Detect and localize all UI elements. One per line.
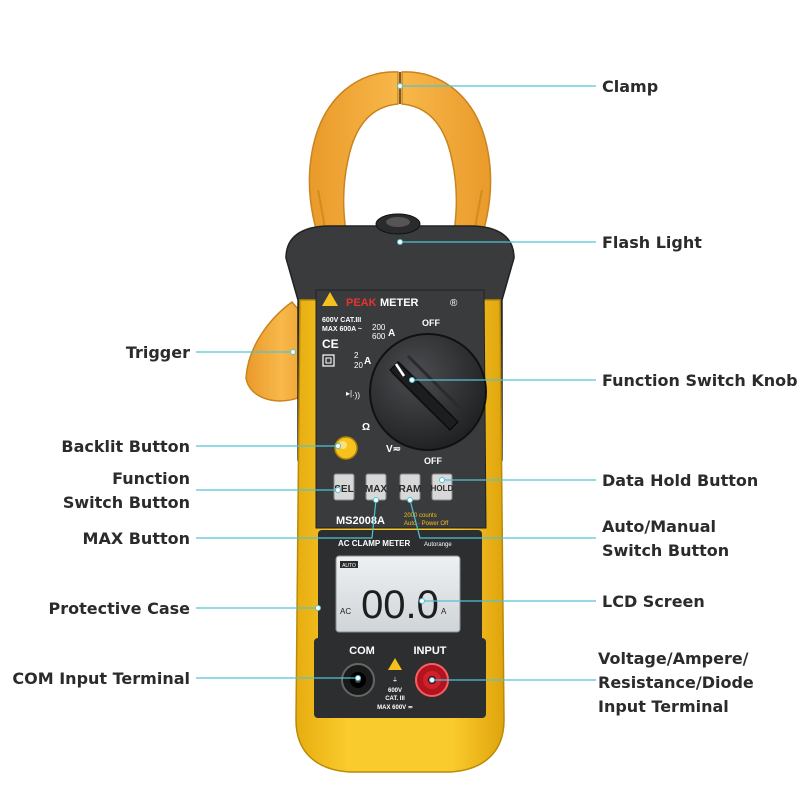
counts-line-1: 2000 counts [404, 513, 437, 519]
range-20: 20 [354, 361, 363, 370]
label-auto-manual-button: Auto/Manual Switch Button [602, 515, 729, 563]
ac-clamp-meter-label: AC CLAMP METER [338, 539, 411, 548]
svg-text:HOLD: HOLD [431, 484, 454, 493]
terminal-panel [314, 638, 486, 718]
ground-icon: ⏚ [392, 677, 398, 684]
knob-off-top: OFF [422, 318, 440, 328]
label-auto-manual-line-1: Auto/Manual [602, 517, 717, 536]
ce-mark: CE [322, 337, 339, 351]
label-com-input-terminal: COM Input Terminal [12, 669, 190, 688]
counts-line-2: Auto · Power Off [404, 521, 449, 527]
label-protective-case: Protective Case [48, 599, 191, 618]
brand-peak: PEAK [346, 297, 377, 309]
warning-triangle-icon [322, 292, 338, 306]
label-input-terminal: Voltage/Ampere/ Resistance/Diode Input T… [598, 647, 754, 719]
knob-volt: V≂ [386, 444, 401, 455]
range-unit-a-low: A [364, 356, 371, 367]
label-input-terminal-line-3: Input Terminal [598, 697, 729, 716]
svg-text:SEL: SEL [334, 484, 353, 495]
model-number: MS2008A [336, 515, 385, 527]
leader-dots [290, 83, 445, 683]
terminal-rating-1: 600V [388, 688, 402, 694]
label-lcd-screen: LCD Screen [602, 592, 705, 611]
lcd-auto-indicator: AUTO [342, 563, 356, 569]
input-label: INPUT [414, 645, 447, 657]
brand-meter: METER [380, 297, 419, 309]
sel-button[interactable]: SEL [333, 473, 355, 501]
com-label: COM [349, 645, 375, 657]
label-function-switch-button-line-1: Function [112, 469, 190, 488]
leader-max [196, 499, 377, 539]
range-unit-a-high: A [388, 328, 395, 339]
rating-line-2: MAX 600A ~ [322, 326, 362, 333]
range-2: 2 [354, 351, 359, 360]
ram-button[interactable]: RAM [399, 473, 422, 501]
leader-ram [409, 499, 596, 539]
label-function-switch-knob: Function Switch Knob [602, 371, 798, 390]
label-max-button: MAX Button [82, 529, 190, 548]
label-trigger: Trigger [125, 343, 190, 362]
label-data-hold-button: Data Hold Button [602, 471, 759, 490]
continuity-icon: ·)) [352, 391, 360, 400]
knob-off-bottom: OFF [424, 456, 442, 466]
leader-lines [196, 85, 596, 681]
label-input-terminal-line-2: Resistance/Diode [598, 673, 754, 692]
label-flash-light: Flash Light [602, 233, 702, 252]
svg-text:MAX: MAX [365, 484, 388, 495]
terminal-rating-3: MAX 600V ≂ [377, 705, 413, 711]
label-auto-manual-line-2: Switch Button [602, 541, 730, 560]
autorange-label: Autorange [424, 542, 452, 548]
brand-registered: ® [450, 298, 458, 309]
diode-icon: ▸| [346, 389, 352, 398]
knob-ohm: Ω [362, 422, 370, 433]
terminal-warning-icon [388, 658, 402, 670]
lcd-ac-indicator: AC [340, 607, 351, 616]
svg-text:RAM: RAM [399, 484, 422, 495]
rating-line-1: 600V CAT.III [322, 317, 361, 324]
label-function-switch-button: Function Switch Button [63, 467, 190, 515]
range-600: 600 [372, 332, 386, 341]
range-200: 200 [372, 323, 386, 332]
label-input-terminal-line-1: Voltage/Ampere/ [598, 649, 749, 668]
label-function-switch-button-line-2: Switch Button [62, 493, 190, 512]
double-insulation-icon [322, 354, 335, 367]
label-backlit-button: Backlit Button [61, 437, 190, 456]
lcd-screen [335, 555, 461, 633]
max-button[interactable]: MAX [365, 473, 388, 501]
label-clamp: Clamp [602, 77, 659, 96]
terminal-rating-2: CAT. III [385, 696, 405, 702]
lcd-reading: 00.0 [361, 583, 439, 627]
lcd-unit: A [441, 607, 447, 616]
